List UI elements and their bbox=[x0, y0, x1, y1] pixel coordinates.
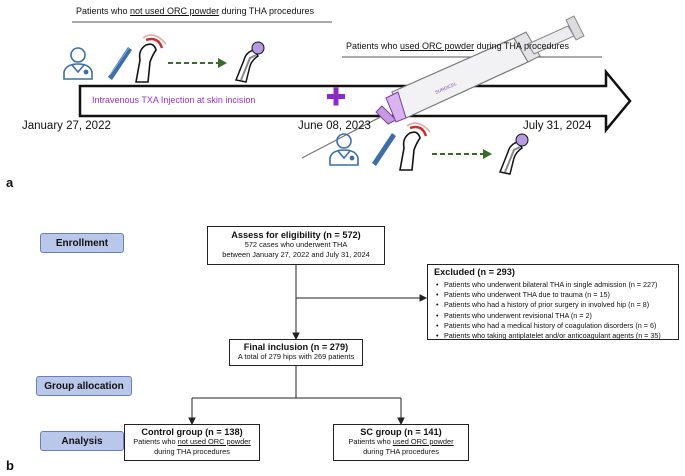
stage-analysis: Analysis bbox=[40, 431, 124, 451]
not-used-header-underlined: not used ORC powder bbox=[130, 6, 220, 16]
used-header-pre: Patients who bbox=[346, 41, 401, 51]
used-header-underlined: used ORC powder bbox=[400, 41, 475, 51]
excluded-item: Patients who had a history of prior surg… bbox=[436, 300, 678, 310]
control-pre: Patients who bbox=[133, 437, 178, 446]
scalpel-icon-2 bbox=[372, 133, 396, 166]
plus-icon bbox=[327, 87, 345, 106]
date-middle: June 08, 2023 bbox=[298, 120, 371, 132]
hip-prosthesis-icon-2 bbox=[498, 133, 529, 175]
hip-prosthesis-icon bbox=[234, 41, 265, 83]
scalpel-icon bbox=[108, 47, 132, 80]
doctor-icon-2 bbox=[329, 133, 359, 166]
stage-enrollment: Enrollment bbox=[40, 233, 124, 253]
excluded-list: Patients who underwent bilateral THA in … bbox=[434, 280, 678, 341]
not-used-header-post: during THA procedures bbox=[219, 6, 314, 16]
timeline-text: Intravenous TXA Injection at skin incisi… bbox=[92, 95, 256, 105]
sc-pre: Patients who bbox=[348, 437, 393, 446]
eligibility-line2: between January 27, 2022 and July 31, 20… bbox=[222, 250, 370, 259]
sc-line2: during THA procedures bbox=[363, 447, 439, 456]
excluded-item: Patients who taking antiplatelet and/or … bbox=[436, 331, 678, 341]
control-title: Control group (n = 138) bbox=[141, 427, 243, 437]
doctor-icon bbox=[63, 47, 93, 80]
excluded-title: Excluded (n = 293) bbox=[434, 267, 515, 277]
final-title: Final inclusion (n = 279) bbox=[243, 342, 349, 352]
eligibility-box: Assess for eligibility (n = 572) 572 cas… bbox=[207, 226, 385, 265]
control-line2: during THA procedures bbox=[154, 447, 230, 456]
hip-joint-icon-2 bbox=[399, 122, 431, 171]
syringe-icon: SURGICEL bbox=[301, 15, 585, 159]
used-header: Patients who used ORC powder during THA … bbox=[346, 41, 569, 51]
excluded-item: Patients who underwent revisional THA (n… bbox=[436, 311, 678, 321]
flow-connectors bbox=[188, 265, 428, 426]
timeline-arrow bbox=[78, 68, 632, 134]
sc-underlined: used ORC powder bbox=[392, 437, 454, 446]
excluded-item: Patients who underwent THA due to trauma… bbox=[436, 290, 678, 300]
control-group-box: Control group (n = 138) Patients who not… bbox=[124, 424, 260, 461]
control-line1: Patients who not used ORC powder bbox=[125, 437, 259, 447]
excluded-item: Patients who had a medical history of co… bbox=[436, 321, 678, 331]
eligibility-line1: 572 cases who underwent THA bbox=[244, 240, 348, 249]
sc-line1: Patients who used ORC powder bbox=[334, 437, 468, 447]
dashed-arrow-bottom bbox=[432, 149, 492, 159]
eligibility-title: Assess for eligibility (n = 572) bbox=[231, 230, 361, 240]
final-line1: A total of 279 hips with 269 patients bbox=[237, 352, 355, 361]
panel-b-label: b bbox=[6, 458, 14, 473]
excluded-box: Excluded (n = 293) Patients who underwen… bbox=[427, 264, 679, 341]
not-used-header: Patients who not used ORC powder during … bbox=[76, 6, 314, 16]
control-underlined: not used ORC powder bbox=[177, 437, 251, 446]
final-inclusion-box: Final inclusion (n = 279) A total of 279… bbox=[229, 339, 363, 366]
sc-title: SC group (n = 141) bbox=[360, 427, 442, 437]
not-used-header-pre: Patients who bbox=[76, 6, 131, 16]
date-end: July 31, 2024 bbox=[523, 120, 592, 132]
hip-joint-icon bbox=[135, 34, 167, 83]
date-start: January 27, 2022 bbox=[22, 120, 111, 132]
used-header-post: during THA procedures bbox=[474, 41, 569, 51]
stage-group-allocation: Group allocation bbox=[36, 376, 132, 396]
excluded-item: Patients who underwent bilateral THA in … bbox=[436, 280, 678, 290]
dashed-arrow-top bbox=[168, 58, 227, 68]
sc-group-box: SC group (n = 141) Patients who used ORC… bbox=[333, 424, 469, 461]
panel-a-label: a bbox=[6, 175, 14, 190]
